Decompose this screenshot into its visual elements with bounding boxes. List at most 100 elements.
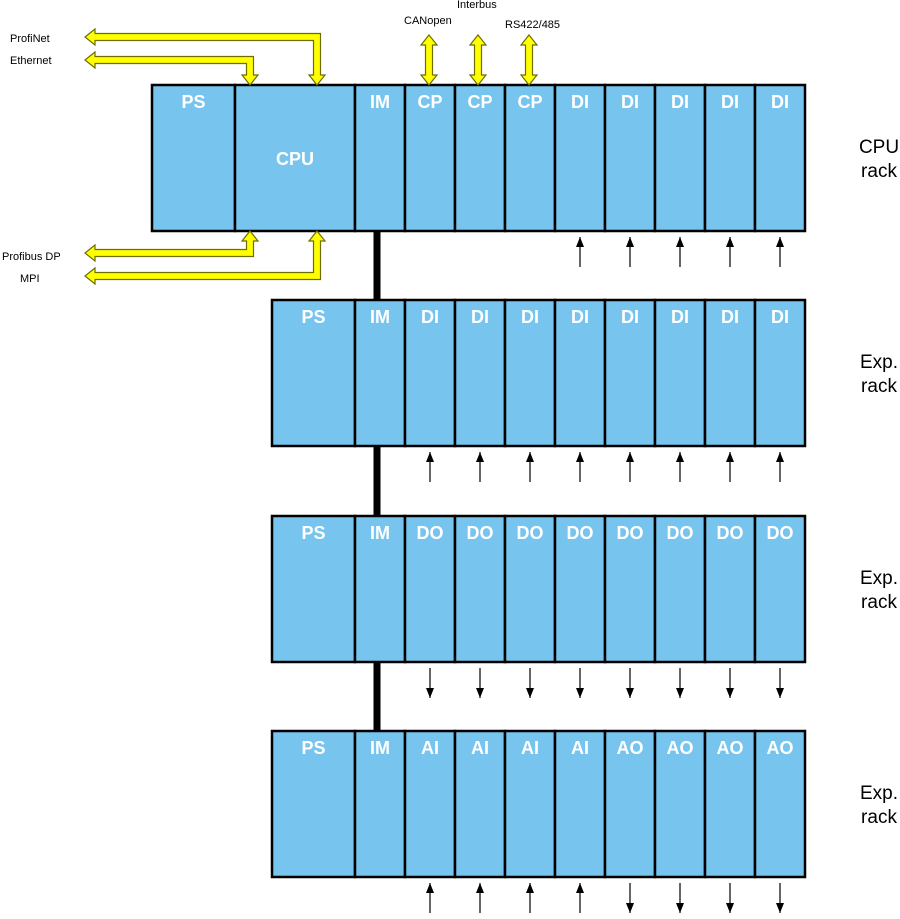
module-di[interactable] — [453, 298, 507, 448]
output-signal-arrow — [626, 883, 634, 913]
module-label-im: IM — [370, 523, 390, 543]
module-ao[interactable] — [703, 729, 757, 879]
module-label-di: DI — [421, 307, 439, 327]
module-im[interactable] — [353, 514, 407, 664]
module-ao[interactable] — [753, 729, 807, 879]
module-label-cp: CP — [467, 92, 492, 112]
bus-label-profinet: ProfiNet — [10, 33, 50, 45]
module-label-di: DI — [621, 92, 639, 112]
module-di[interactable] — [703, 298, 757, 448]
ethernet-bus-arrow — [84, 50, 260, 86]
input-signal-arrow — [726, 237, 734, 267]
module-label-im: IM — [370, 92, 390, 112]
module-di[interactable] — [553, 298, 607, 448]
output-signal-arrow — [476, 668, 484, 698]
module-do[interactable] — [603, 514, 657, 664]
profibus-dp-bus-arrow — [84, 230, 260, 263]
rack-label-line1: CPU — [859, 137, 899, 158]
module-label-do: DO — [767, 523, 794, 543]
input-signal-arrow — [526, 452, 534, 482]
module-ai[interactable] — [503, 729, 557, 879]
module-label-di: DI — [721, 307, 739, 327]
module-label-di: DI — [671, 307, 689, 327]
module-label-do: DO — [417, 523, 444, 543]
module-im[interactable] — [353, 83, 407, 233]
input-signal-arrow — [426, 452, 434, 482]
module-label-ps: PS — [181, 92, 205, 112]
module-label-ps: PS — [301, 738, 325, 758]
module-ai[interactable] — [403, 729, 457, 879]
module-label-do: DO — [467, 523, 494, 543]
module-label-ao: AO — [767, 738, 794, 758]
module-do[interactable] — [703, 514, 757, 664]
module-ao[interactable] — [603, 729, 657, 879]
module-label-di: DI — [671, 92, 689, 112]
module-label-ai: AI — [421, 738, 439, 758]
module-label-ps: PS — [301, 523, 325, 543]
output-signal-arrow — [776, 883, 784, 913]
module-ai[interactable] — [553, 729, 607, 879]
output-signal-arrow — [676, 668, 684, 698]
input-signal-arrow — [726, 452, 734, 482]
module-label-ao: AO — [617, 738, 644, 758]
rack-label-line2: rack — [861, 592, 897, 613]
module-di[interactable] — [503, 298, 557, 448]
module-label-ai: AI — [571, 738, 589, 758]
module-label-im: IM — [370, 738, 390, 758]
module-label-cp: CP — [517, 92, 542, 112]
module-label-do: DO — [717, 523, 744, 543]
module-di[interactable] — [653, 298, 707, 448]
input-signal-arrow — [576, 883, 584, 913]
module-label-ai: AI — [471, 738, 489, 758]
bus-label-profibus-dp: Profibus DP — [2, 251, 61, 263]
rack-label-line2: rack — [861, 807, 897, 828]
module-do[interactable] — [753, 514, 807, 664]
rack-label-line1: Exp. — [860, 352, 898, 373]
input-signal-arrow — [576, 237, 584, 267]
module-di[interactable] — [653, 83, 707, 233]
module-di[interactable] — [753, 83, 807, 233]
module-do[interactable] — [553, 514, 607, 664]
bus-label-canopen: CANopen — [404, 15, 452, 27]
module-do[interactable] — [403, 514, 457, 664]
module-label-cpu: CPU — [276, 149, 314, 169]
module-label-di: DI — [471, 307, 489, 327]
module-di[interactable] — [603, 298, 657, 448]
module-do[interactable] — [503, 514, 557, 664]
output-signal-arrow — [776, 668, 784, 698]
module-ai[interactable] — [453, 729, 507, 879]
module-cpu[interactable] — [233, 83, 357, 233]
module-di[interactable] — [703, 83, 757, 233]
rs422-485-bus-arrow — [519, 34, 539, 86]
module-ps[interactable] — [270, 729, 357, 879]
input-signal-arrow — [626, 237, 634, 267]
bus-label-interbus: Interbus — [457, 0, 497, 11]
module-label-do: DO — [567, 523, 594, 543]
module-do[interactable] — [653, 514, 707, 664]
rack-label-line2: rack — [861, 376, 897, 397]
rack-label-line1: Exp. — [860, 568, 898, 589]
rack-label-line1: Exp. — [860, 783, 898, 804]
output-signal-arrow — [576, 668, 584, 698]
output-signal-arrow — [626, 668, 634, 698]
module-di[interactable] — [753, 298, 807, 448]
input-signal-arrow — [576, 452, 584, 482]
output-signal-arrow — [676, 883, 684, 913]
input-signal-arrow — [526, 883, 534, 913]
module-label-di: DI — [771, 307, 789, 327]
module-im[interactable] — [353, 298, 407, 448]
module-label-do: DO — [667, 523, 694, 543]
interbus-bus-arrow — [468, 34, 488, 86]
module-label-di: DI — [721, 92, 739, 112]
profinet-bus-arrow — [84, 27, 327, 86]
module-label-im: IM — [370, 307, 390, 327]
input-signal-arrow — [776, 452, 784, 482]
output-signal-arrow — [526, 668, 534, 698]
io-arrows — [426, 237, 784, 913]
module-di[interactable] — [403, 298, 457, 448]
input-signal-arrow — [476, 883, 484, 913]
